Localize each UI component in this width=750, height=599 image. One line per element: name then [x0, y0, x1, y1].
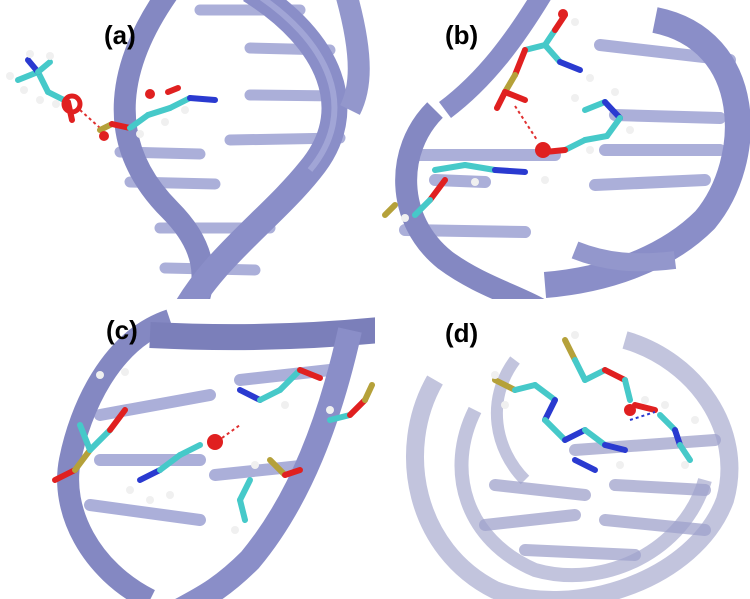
panel-a-label: (a): [104, 20, 136, 50]
panel-d-label: (d): [445, 318, 479, 348]
panel-a: (a): [0, 0, 375, 299]
panel-d: (d): [375, 300, 750, 599]
panel-a-molecule-render: [6, 0, 370, 299]
panel-b: (b): [375, 0, 750, 299]
panel-b-molecule-render: [382, 0, 750, 299]
panel-c: (c): [0, 300, 375, 599]
panel-b-label: (b): [445, 20, 479, 50]
panel-c-label: (c): [106, 315, 138, 345]
panel-c-molecule-render: [52, 309, 375, 599]
panel-d-molecule-render: [406, 331, 739, 599]
